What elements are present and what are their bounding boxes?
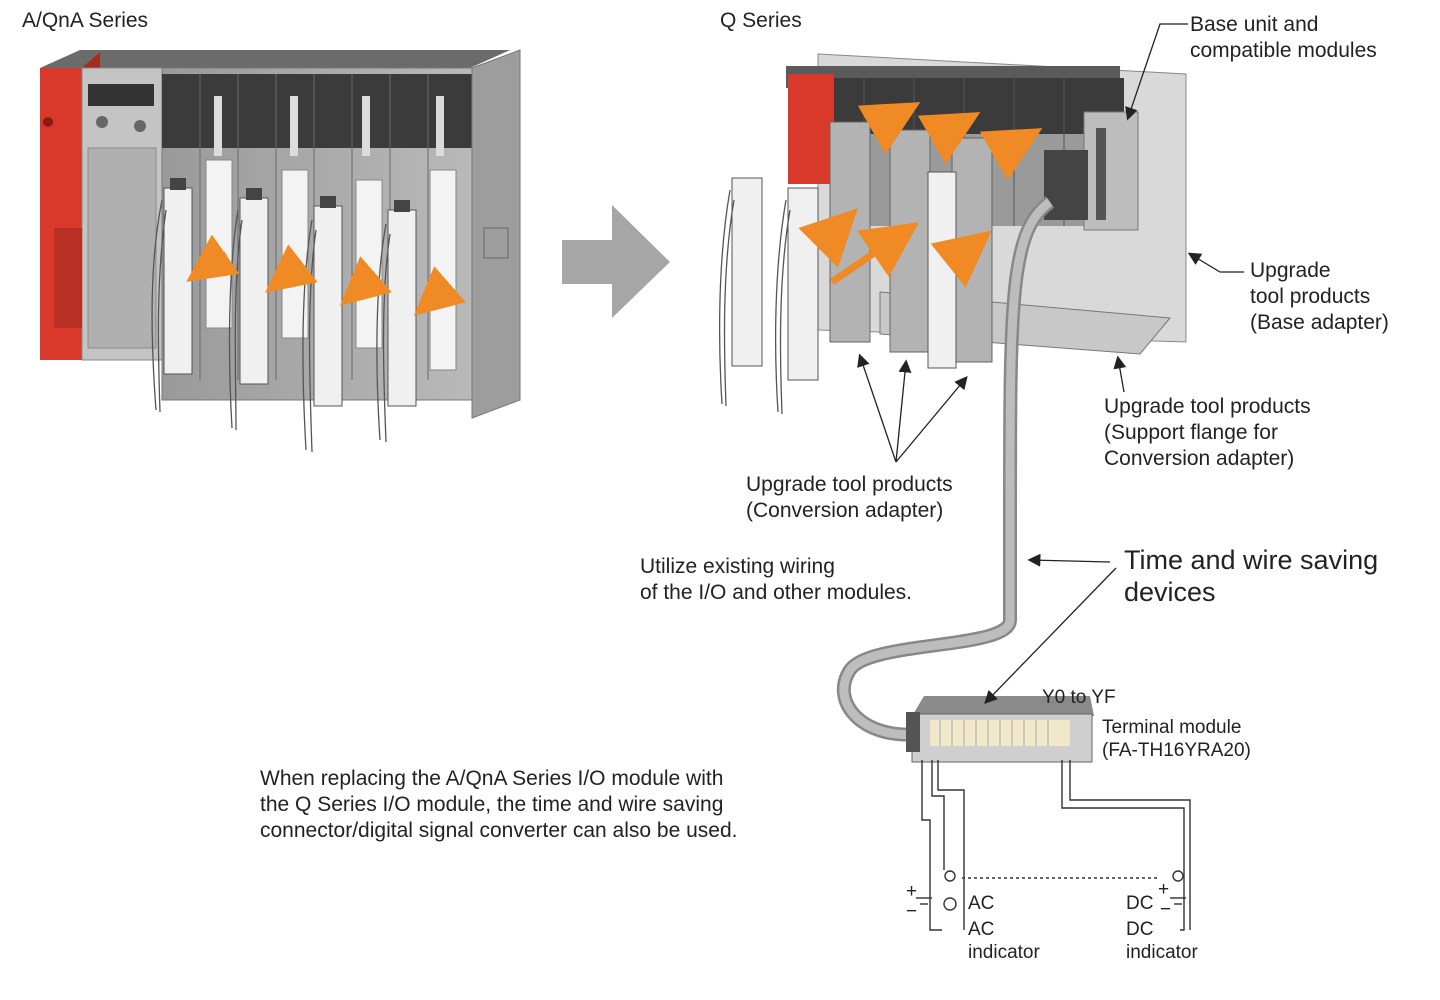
terminal-module-name: Terminal module <box>1102 717 1242 738</box>
terminal-range-label: Y0 to YF <box>1042 687 1116 708</box>
q-series-title: Q Series <box>720 9 802 32</box>
leader-lines <box>857 23 1244 704</box>
callout-time-wire-saving: Time and wire saving devices <box>1124 544 1378 608</box>
callout-time-wire-saving-line1: Time and wire saving <box>1124 545 1379 575</box>
dc-indicator-label: DC indicator <box>1126 918 1198 964</box>
ac-indicator-line2: indicator <box>968 942 1040 963</box>
terminal-module-label: Terminal module (FA-TH16YRA20) <box>1102 716 1251 762</box>
dc-minus-sign: − <box>1160 899 1172 920</box>
ac-label: AC <box>968 893 995 914</box>
dc-label: DC <box>1126 893 1154 914</box>
note-text: When replacing the A/QnA Series I/O modu… <box>260 766 737 844</box>
terminal-module-model: (FA-TH16YRA20) <box>1102 740 1251 761</box>
note-line1: When replacing the A/QnA Series I/O modu… <box>260 767 724 790</box>
callout-conversion-adapter-line2: (Conversion adapter) <box>746 499 944 522</box>
ac-plus-sign: + <box>906 881 918 902</box>
callout-base-adapter-line1: Upgrade <box>1250 259 1331 282</box>
ac-indicator-line1: AC <box>968 919 995 940</box>
callout-time-wire-saving-line2: devices <box>1124 577 1216 607</box>
ac-minus-sign: − <box>906 901 918 922</box>
callout-conversion-adapter: Upgrade tool products (Conversion adapte… <box>746 472 953 524</box>
callout-support-flange-line3: Conversion adapter) <box>1104 447 1295 470</box>
callout-existing-wiring-line2: of the I/O and other modules. <box>640 581 912 604</box>
dc-plus-sign: + <box>1158 879 1170 900</box>
note-line2: the Q Series I/O module, the time and wi… <box>260 793 724 816</box>
external-wiring <box>916 760 1191 931</box>
callout-support-flange: Upgrade tool products (Support flange fo… <box>1104 394 1311 472</box>
aqna-plc-illustration <box>40 49 521 453</box>
q-series-illustration <box>718 53 1187 742</box>
callout-support-flange-line2: (Support flange for <box>1104 421 1278 444</box>
note-line3: connector/digital signal converter can a… <box>260 819 738 842</box>
transition-arrow <box>562 205 670 318</box>
callout-existing-wiring: Utilize existing wiring of the I/O and o… <box>640 554 912 606</box>
callout-base-unit: Base unit and compatible modules <box>1190 12 1377 64</box>
dc-indicator-line2: indicator <box>1126 942 1198 963</box>
callout-support-flange-line1: Upgrade tool products <box>1104 395 1311 418</box>
callout-conversion-adapter-line1: Upgrade tool products <box>746 473 953 496</box>
aqna-series-title: A/QnA Series <box>22 9 149 32</box>
callout-existing-wiring-line1: Utilize existing wiring <box>640 555 835 578</box>
callout-base-adapter-line3: (Base adapter) <box>1250 311 1389 334</box>
callout-base-unit-line1: Base unit and <box>1190 13 1319 36</box>
dc-indicator-line1: DC <box>1126 919 1154 940</box>
callout-base-adapter-line2: tool products <box>1250 285 1371 308</box>
terminal-module-illustration <box>906 696 1094 763</box>
callout-base-unit-line2: compatible modules <box>1190 39 1377 62</box>
ac-indicator-label: AC indicator <box>968 918 1040 964</box>
callout-base-adapter: Upgrade tool products (Base adapter) <box>1250 258 1389 336</box>
